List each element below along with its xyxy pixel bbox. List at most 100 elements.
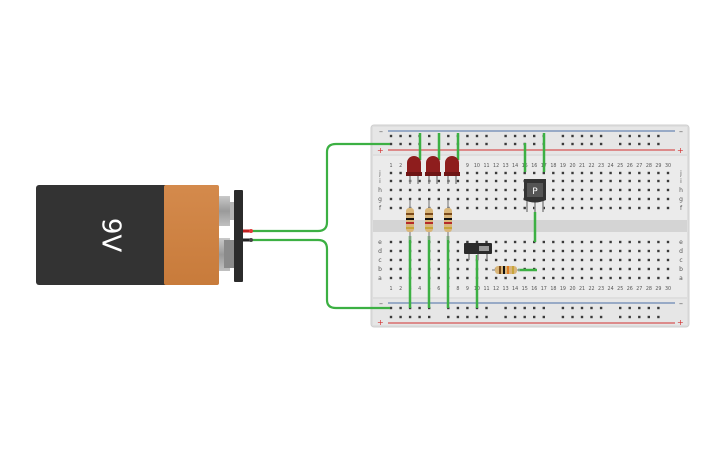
breadboard-hole[interactable] (628, 267, 631, 271)
breadboard-hole[interactable] (389, 134, 393, 138)
breadboard-hole[interactable] (638, 249, 641, 253)
breadboard-hole[interactable] (628, 188, 631, 192)
breadboard-hole[interactable] (494, 179, 498, 183)
breadboard-hole[interactable] (504, 134, 507, 138)
breadboard-hole[interactable] (437, 258, 440, 262)
breadboard-hole[interactable] (590, 267, 593, 271)
breadboard-hole[interactable] (456, 249, 460, 253)
breadboard-hole[interactable] (638, 179, 641, 183)
breadboard-hole[interactable] (475, 315, 479, 319)
resistor[interactable] (492, 266, 520, 274)
breadboard-hole[interactable] (647, 306, 650, 310)
breadboard-hole[interactable] (475, 171, 479, 175)
breadboard-hole[interactable] (666, 188, 670, 192)
breadboard-hole[interactable] (571, 267, 574, 271)
breadboard-hole[interactable] (437, 179, 440, 183)
breadboard-hole[interactable] (552, 240, 555, 244)
breadboard-hole[interactable] (437, 206, 440, 210)
breadboard-hole[interactable] (638, 197, 641, 201)
breadboard-hole[interactable] (599, 142, 603, 146)
breadboard-hole[interactable] (428, 315, 431, 319)
breadboard-hole[interactable] (619, 306, 622, 310)
breadboard-hole[interactable] (638, 315, 641, 319)
breadboard-hole[interactable] (571, 240, 574, 244)
breadboard-hole[interactable] (542, 306, 545, 310)
breadboard-hole[interactable] (580, 249, 584, 253)
breadboard-hole[interactable] (638, 188, 641, 192)
breadboard-hole[interactable] (552, 276, 555, 280)
breadboard-hole[interactable] (542, 258, 545, 262)
breadboard-hole[interactable] (456, 315, 460, 319)
breadboard-hole[interactable] (513, 315, 517, 319)
breadboard-hole[interactable] (619, 267, 622, 271)
breadboard-hole[interactable] (504, 315, 507, 319)
breadboard-hole[interactable] (647, 197, 650, 201)
breadboard-hole[interactable] (456, 179, 460, 183)
breadboard-hole[interactable] (628, 171, 631, 175)
breadboard-hole[interactable] (485, 206, 488, 210)
breadboard-hole[interactable] (494, 258, 498, 262)
breadboard-hole[interactable] (561, 179, 565, 183)
breadboard-hole[interactable] (666, 171, 670, 175)
breadboard-hole[interactable] (619, 276, 622, 280)
breadboard-hole[interactable] (666, 267, 670, 271)
breadboard-hole[interactable] (619, 258, 622, 262)
breadboard-hole[interactable] (485, 134, 488, 138)
breadboard-hole[interactable] (542, 171, 545, 175)
breadboard-hole[interactable] (485, 142, 488, 146)
breadboard-hole[interactable] (408, 142, 412, 146)
breadboard-hole[interactable] (513, 171, 517, 175)
breadboard-hole[interactable] (513, 306, 517, 310)
breadboard-hole[interactable] (628, 142, 631, 146)
breadboard-hole[interactable] (647, 315, 650, 319)
breadboard-hole[interactable] (628, 249, 631, 253)
breadboard-hole[interactable] (523, 315, 526, 319)
breadboard-hole[interactable] (504, 206, 507, 210)
breadboard-hole[interactable] (418, 197, 421, 201)
breadboard-hole[interactable] (475, 240, 479, 244)
breadboard-hole[interactable] (523, 240, 526, 244)
breadboard-hole[interactable] (561, 188, 565, 192)
breadboard-hole[interactable] (504, 188, 507, 192)
breadboard-hole[interactable] (494, 171, 498, 175)
breadboard-hole[interactable] (456, 258, 460, 262)
led-group[interactable] (406, 156, 460, 184)
breadboard-hole[interactable] (590, 240, 593, 244)
breadboard-hole[interactable] (466, 188, 469, 192)
breadboard-hole[interactable] (590, 258, 593, 262)
breadboard-hole[interactable] (533, 142, 536, 146)
breadboard-hole[interactable] (533, 315, 536, 319)
breadboard-hole[interactable] (647, 276, 650, 280)
breadboard-hole[interactable] (561, 171, 565, 175)
breadboard-hole[interactable] (475, 206, 479, 210)
breadboard-hole[interactable] (561, 240, 565, 244)
battery-wires[interactable] (252, 142, 390, 310)
breadboard-hole[interactable] (418, 249, 421, 253)
breadboard-hole[interactable] (552, 258, 555, 262)
breadboard-hole[interactable] (590, 134, 593, 138)
breadboard-hole[interactable] (456, 188, 460, 192)
breadboard-hole[interactable] (657, 171, 660, 175)
breadboard-hole[interactable] (666, 240, 670, 244)
breadboard-hole[interactable] (561, 306, 565, 310)
breadboard-hole[interactable] (466, 206, 469, 210)
breadboard-hole[interactable] (475, 188, 479, 192)
breadboard-hole[interactable] (590, 206, 593, 210)
breadboard-hole[interactable] (494, 276, 498, 280)
resistor-group[interactable] (406, 200, 520, 274)
breadboard-hole[interactable] (561, 142, 565, 146)
breadboard-hole[interactable] (418, 267, 421, 271)
breadboard-hole[interactable] (456, 206, 460, 210)
breadboard-hole[interactable] (428, 197, 431, 201)
breadboard-hole[interactable] (590, 276, 593, 280)
switch-toggle[interactable] (479, 246, 489, 251)
breadboard-hole[interactable] (533, 306, 536, 310)
breadboard-hole[interactable] (408, 134, 412, 138)
breadboard-hole[interactable] (657, 197, 660, 201)
breadboard-hole[interactable] (599, 197, 603, 201)
breadboard-hole[interactable] (619, 197, 622, 201)
breadboard-hole[interactable] (561, 197, 565, 201)
breadboard-hole[interactable] (590, 142, 593, 146)
breadboard-hole[interactable] (485, 188, 488, 192)
led-1[interactable] (406, 156, 422, 184)
